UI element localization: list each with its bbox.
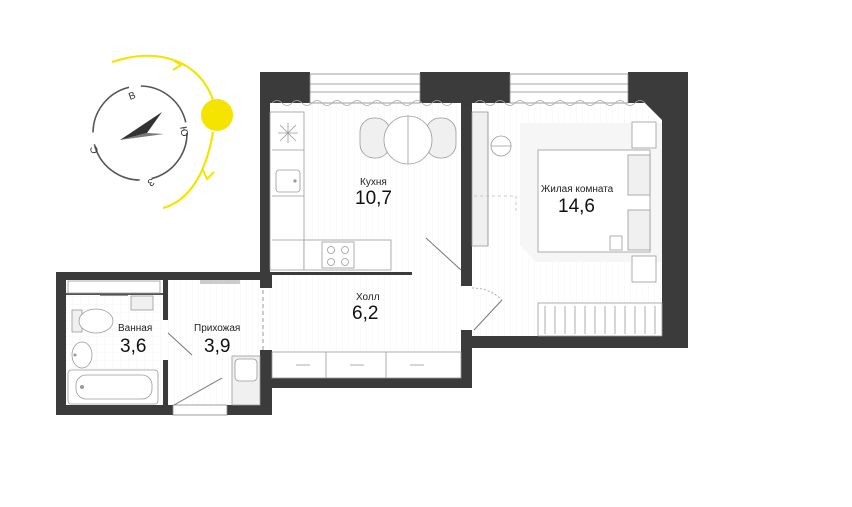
bathroom-door-leaf [167, 332, 193, 356]
compass-letter-south: Ю [177, 126, 190, 138]
kitchen-door-leaf [425, 237, 462, 271]
wall-living-right [662, 72, 688, 348]
nightstand-bottom-icon [631, 255, 657, 283]
boiler-icon [130, 295, 154, 311]
wall-entrance-top [56, 272, 272, 280]
compass-needle-shadow [120, 133, 164, 140]
living-tv-unit [471, 111, 489, 247]
compass-letter-west: З [145, 175, 156, 188]
walls [56, 72, 688, 415]
stove-icon [321, 241, 355, 269]
entrance-door-opening [172, 404, 228, 416]
bed-pillow-bottom-icon [627, 209, 651, 251]
compass-needle-icon [120, 112, 162, 140]
kitchen-label: Кухня [360, 177, 387, 188]
sun-arc-bottom [162, 131, 215, 210]
living-furniture [471, 111, 663, 337]
kitchen-curtain [271, 100, 453, 106]
windows [172, 73, 646, 416]
wall-bathroom-shelf [66, 293, 163, 295]
compass: В Ю З С [89, 54, 233, 210]
compass-ring [92, 85, 188, 181]
hall-furniture [262, 290, 462, 379]
pouf-icon [234, 358, 258, 382]
wall-living-bottom [472, 336, 688, 348]
kitchen-furniture [269, 111, 462, 271]
bed-blanket-fold [609, 235, 623, 251]
wall-entrance-right [260, 350, 272, 412]
kitchen-area: 10,7 [355, 188, 392, 209]
hall-area: 6,2 [352, 303, 378, 324]
entrance-area: 3,9 [204, 336, 230, 357]
sun-icon [201, 99, 233, 131]
wall-kitchen-left [260, 72, 270, 272]
bathroom-fixtures [67, 280, 161, 405]
kitchen-window [309, 73, 421, 104]
nightstand-top-icon [631, 121, 657, 149]
bed-pillow-top-icon [627, 154, 651, 196]
entrance-label: Прихожая [194, 323, 240, 334]
entrance-shelf [200, 280, 240, 284]
toilet-icon [78, 308, 114, 334]
hall-label: Холл [356, 292, 380, 303]
wall-bathroom-bottom [56, 405, 173, 415]
bathtub-icon [67, 369, 159, 405]
living-window [509, 73, 629, 104]
living-area: 14,6 [558, 196, 595, 217]
entrance-furniture [167, 280, 261, 406]
living-curtain [474, 100, 646, 106]
wall-kitchen-living [461, 103, 472, 286]
wall-bathroom-left [56, 272, 66, 415]
bathroom-cabinet-icon [67, 280, 161, 294]
bathroom-area: 3,6 [120, 336, 146, 357]
wall-entrance-bottom-right [227, 405, 272, 415]
bathroom-label: Ванная [118, 323, 152, 334]
compass-letter-north: С [89, 145, 101, 154]
living-door-leaf [473, 299, 503, 331]
wall-bath-entrance-bottom [163, 360, 168, 410]
entrance-door-leaf [173, 377, 223, 406]
room-labels: Кухня 10,7 Жилая комната 14,6 Холл 6,2 В… [118, 177, 614, 357]
wall-hall-right [461, 336, 472, 388]
washbasin-icon [71, 341, 93, 369]
wardrobe-icon [537, 302, 663, 337]
extractor-fan-icon [278, 123, 298, 143]
living-door-swing [474, 195, 517, 214]
living-door-arc [471, 287, 503, 301]
wall-kitchen-top-right [420, 72, 472, 103]
sun-arrow-bottom-icon [202, 169, 215, 181]
wall-living-top-left [472, 72, 510, 103]
bathtub-inner [75, 374, 153, 400]
living-label: Жилая комната [541, 184, 614, 195]
wall-kitchen-hall-partition [262, 272, 412, 275]
sun-arrow-top-icon [172, 59, 183, 71]
wall-bath-entrance-top [163, 280, 168, 320]
wardrobe-hangers [544, 306, 656, 334]
kitchen-sink-icon [275, 169, 301, 193]
wall-hall-bottom [260, 378, 472, 388]
compass-letter-east: В [127, 90, 137, 103]
